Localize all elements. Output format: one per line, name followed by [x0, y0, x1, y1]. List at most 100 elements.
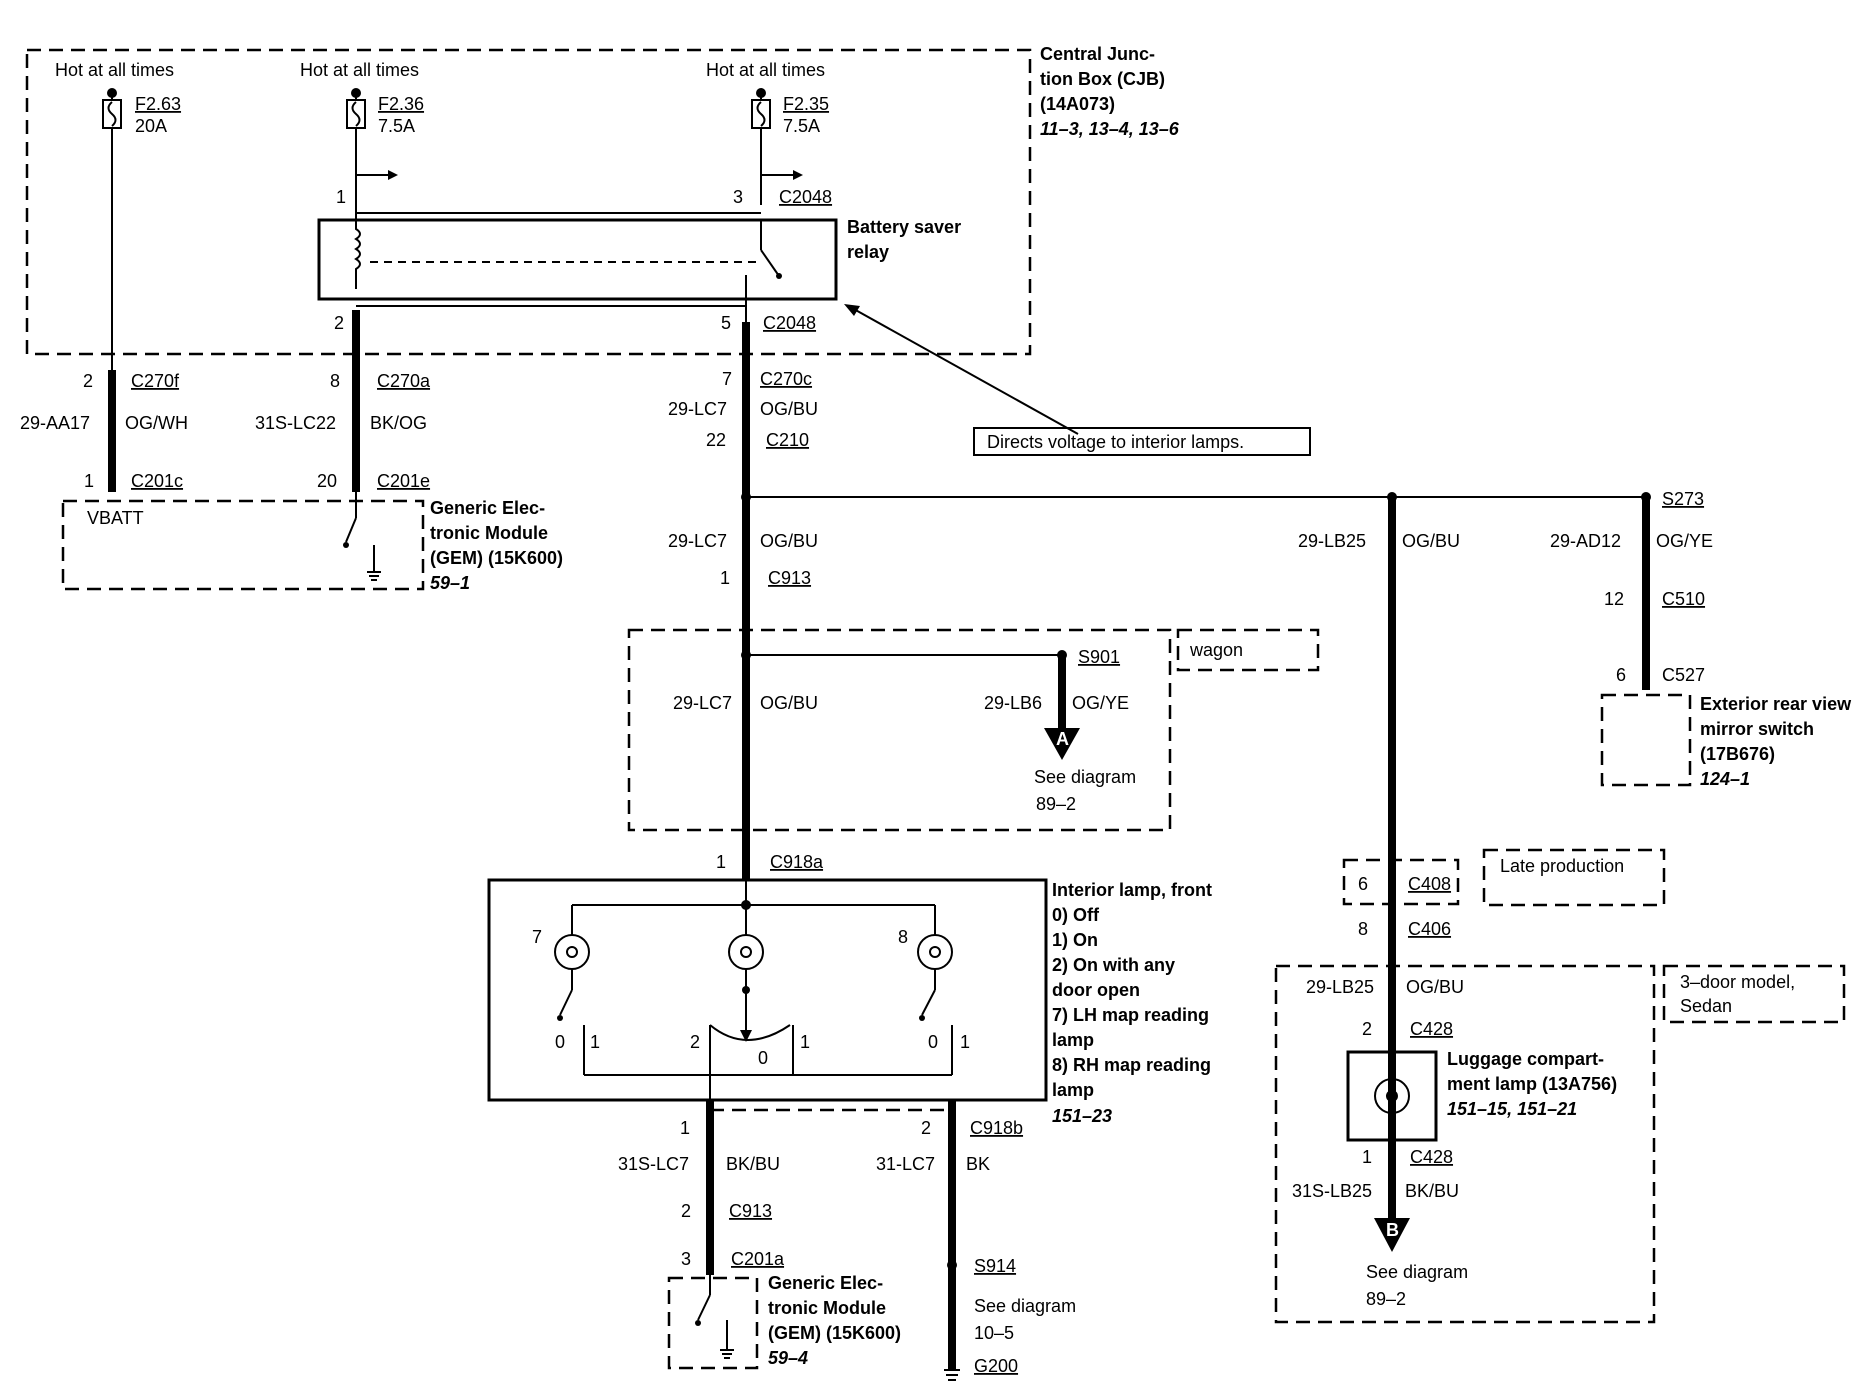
wagon-see-1: See diagram [1034, 767, 1136, 787]
mirror-ref: 124–1 [1700, 769, 1750, 789]
lamp-front-pin: 1 [716, 852, 726, 872]
fuse-f263 [102, 88, 122, 129]
relay-conn-top: C2048 [779, 187, 832, 207]
gem-1-title-3: (GEM) (15K600) [430, 548, 563, 568]
w3-circuit: 29-LC7 [668, 399, 727, 419]
late-conn-a: C408 [1408, 874, 1451, 894]
late-label: Late production [1500, 856, 1624, 876]
late-pin-a: 6 [1358, 874, 1368, 894]
fuse-f235-rating: 7.5A [783, 116, 820, 136]
door3-see-2: 89–2 [1366, 1289, 1406, 1309]
w8-pin1: 12 [1604, 589, 1624, 609]
lamp-mode-1: 1) On [1052, 930, 1098, 950]
door3-see-1: See diagram [1366, 1262, 1468, 1282]
w3-color: OG/BU [760, 399, 818, 419]
mirror-title-2: mirror switch [1700, 719, 1814, 739]
w4-circuit: 29-LC7 [668, 531, 727, 551]
late-pin-b: 8 [1358, 919, 1368, 939]
w2-circuit: 31S-LC22 [255, 413, 336, 433]
relay-title-2: relay [847, 242, 889, 262]
w1-color: OG/WH [125, 413, 188, 433]
wagon-marker: A [1056, 729, 1069, 749]
w6-splice: S914 [974, 1256, 1016, 1276]
door3-conn-top: C428 [1410, 1019, 1453, 1039]
lamp-mode-3: door open [1052, 980, 1140, 1000]
w5-color: BK/BU [726, 1154, 780, 1174]
relay-pin-5: 5 [721, 313, 731, 333]
w2-conn-bot: C201e [377, 471, 430, 491]
lamp-bulb-8 [917, 934, 953, 970]
relay-pin-1: 1 [336, 187, 346, 207]
w5-circuit: 31S-LC7 [618, 1154, 689, 1174]
gem-2-outline [667, 1276, 759, 1370]
w8-color: OG/YE [1656, 531, 1713, 551]
w7-circuit: 29-LB25 [1298, 531, 1366, 551]
luggage-title-2: ment lamp (13A756) [1447, 1074, 1617, 1094]
w8-circuit: 29-AD12 [1550, 531, 1621, 551]
w5-pin: 1 [680, 1118, 690, 1138]
gem-2-title-3: (GEM) (15K600) [768, 1323, 901, 1343]
gem-2-title-2: tronic Module [768, 1298, 886, 1318]
lamp-bulb-7 [554, 934, 590, 970]
fuse-f263-id: F2.63 [135, 94, 181, 114]
w1-pin-bot: 1 [84, 471, 94, 491]
w1-conn-bot: C201c [131, 471, 183, 491]
w6-pin: 2 [921, 1118, 931, 1138]
lamp-s1a: 1 [590, 1032, 600, 1052]
lamp-s0b: 0 [758, 1048, 768, 1068]
wagon-color-main: OG/BU [760, 693, 818, 713]
lamp-mode-0: 0) Off [1052, 905, 1100, 925]
gem-1-outline [61, 499, 425, 591]
mirror-title-3: (17B676) [1700, 744, 1775, 764]
lamp-mode-7: lamp [1052, 1080, 1094, 1100]
relay-pin-2: 2 [334, 313, 344, 333]
wagon-color-branch: OG/YE [1072, 693, 1129, 713]
w8-conn1: C510 [1662, 589, 1705, 609]
note-box [973, 427, 1311, 456]
luggage-ref: 151–15, 151–21 [1447, 1099, 1577, 1119]
lamp-bulb-center [728, 934, 764, 970]
w6-ground: G200 [974, 1356, 1018, 1376]
gem-2-title-1: Generic Elec- [768, 1273, 883, 1293]
lamp-s2: 2 [690, 1032, 700, 1052]
cjb-title-1: Central Junc- [1040, 44, 1155, 64]
w6-see-2: 10–5 [974, 1323, 1014, 1343]
w5-pin3: 3 [681, 1249, 691, 1269]
lamp-mode-4: 7) LH map reading [1052, 1005, 1209, 1025]
note-voltage: Directs voltage to interior lamps. [987, 432, 1244, 452]
w2-conn-top: C270a [377, 371, 431, 391]
gem-1-ref: 59–1 [430, 573, 470, 593]
hot-label-2: Hot at all times [300, 60, 419, 80]
luggage-lamp [1346, 1050, 1438, 1142]
lamp-front-title: Interior lamp, front [1052, 880, 1212, 900]
fuse-f235 [751, 88, 771, 129]
fuse-f236-id: F2.36 [378, 94, 424, 114]
lamp-front-conn: C918a [770, 852, 824, 872]
cjb-outline [25, 48, 1032, 356]
lamp-n7: 7 [532, 927, 542, 947]
gem-2-ref: 59–4 [768, 1348, 808, 1368]
lamp-mode-2: 2) On with any [1052, 955, 1175, 975]
wagon-circuit-branch: 29-LB6 [984, 693, 1042, 713]
w7-color: OG/BU [1402, 531, 1460, 551]
wagon-outline [627, 628, 1172, 832]
w2-color: BK/OG [370, 413, 427, 433]
w6-circuit: 31-LC7 [876, 1154, 935, 1174]
w1-pin-top: 2 [83, 371, 93, 391]
wagon-label: wagon [1189, 640, 1243, 660]
late-connector-box [1342, 858, 1460, 906]
luggage-title-1: Luggage compart- [1447, 1049, 1604, 1069]
cjb-ref: 11–3, 13–4, 13–6 [1040, 119, 1180, 139]
battery-saver-relay [317, 218, 838, 301]
door3-color-bot: BK/BU [1405, 1181, 1459, 1201]
lamp-front-ref: 151–23 [1052, 1106, 1112, 1126]
w4-pin: 1 [720, 568, 730, 588]
fuse-f263-rating: 20A [135, 116, 167, 136]
door3-outline [1274, 964, 1656, 1324]
w6-conn: C918b [970, 1118, 1023, 1138]
door3-pin-top: 2 [1362, 1019, 1372, 1039]
door3-conn-bot: C428 [1410, 1147, 1453, 1167]
w8-conn2: C527 [1662, 665, 1705, 685]
w3-pin-top: 7 [722, 369, 732, 389]
